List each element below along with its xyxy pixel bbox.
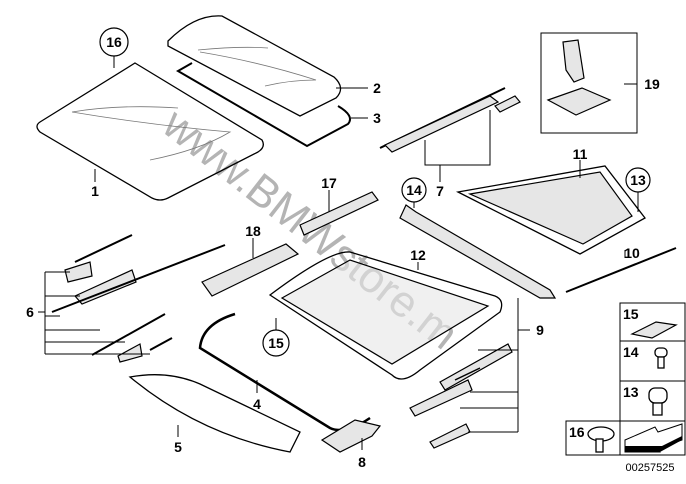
callout-16-circle — [99, 27, 129, 57]
callout-14[interactable]: 14 — [406, 182, 422, 198]
callout-15-circle — [262, 329, 290, 357]
callout-2[interactable]: 2 — [373, 80, 381, 96]
part-6-cable-parts[interactable] — [51, 234, 226, 363]
callout-7[interactable]: 7 — [436, 183, 444, 199]
callout-13-circle — [625, 167, 651, 193]
pad-icon — [630, 321, 678, 339]
legend-row-15[interactable]: 15 — [623, 306, 678, 339]
callout-15[interactable]: 15 — [268, 335, 284, 351]
part-10-rail[interactable] — [565, 247, 677, 293]
svg-text:16: 16 — [569, 424, 585, 440]
part-1-glass-panel[interactable] — [36, 62, 264, 201]
callout-16[interactable]: 16 — [106, 34, 122, 50]
svg-text:13: 13 — [623, 384, 639, 400]
callout-3[interactable]: 3 — [373, 110, 381, 126]
callout-12[interactable]: 12 — [410, 247, 426, 263]
callout-14-circle — [401, 177, 427, 203]
small-parts-legend: 15 14 13 16 — [565, 302, 686, 456]
part-19-box[interactable] — [540, 32, 638, 134]
washer-screw-icon — [587, 426, 615, 453]
svg-text:15: 15 — [623, 306, 639, 322]
drawing-number: 00257525 — [626, 462, 675, 474]
leader-lines — [38, 56, 639, 450]
arrow-icon — [624, 423, 683, 453]
screw-icon — [648, 387, 668, 416]
callout-19[interactable]: 19 — [644, 76, 660, 92]
svg-text:14: 14 — [623, 344, 639, 360]
callout-6[interactable]: 6 — [26, 304, 34, 320]
callout-1[interactable]: 1 — [91, 183, 99, 199]
callout-9[interactable]: 9 — [536, 322, 544, 338]
legend-row-13[interactable]: 13 — [623, 384, 668, 416]
callout-13[interactable]: 13 — [630, 172, 646, 188]
legend-row-16[interactable]: 16 — [569, 424, 615, 453]
part-17-guide[interactable] — [299, 191, 379, 236]
part-7-guide-rail[interactable] — [379, 87, 521, 153]
part-2-panel[interactable] — [167, 15, 342, 117]
callout-8[interactable]: 8 — [358, 454, 366, 470]
callout-10[interactable]: 10 — [624, 245, 640, 261]
callout-11[interactable]: 11 — [573, 146, 588, 162]
legend-row-14[interactable]: 14 — [623, 344, 668, 369]
screw-icon — [654, 347, 668, 369]
part-3-seal[interactable] — [175, 62, 351, 148]
callout-labels: 16 1 2 3 17 18 7 11 14 13 19 12 10 6 9 1… — [26, 34, 660, 470]
callout-18[interactable]: 18 — [245, 223, 261, 239]
part-9-mechanism-parts[interactable] — [409, 343, 513, 449]
callout-5[interactable]: 5 — [174, 439, 182, 455]
part-5-mat[interactable] — [128, 374, 301, 453]
callout-4[interactable]: 4 — [253, 396, 261, 412]
part-8-motor[interactable] — [320, 419, 382, 453]
part-12-frame[interactable] — [268, 251, 503, 380]
part-11-sunshade-frame[interactable] — [455, 165, 646, 255]
part-14-wind-deflector[interactable] — [399, 204, 557, 299]
callout-17[interactable]: 17 — [321, 175, 337, 191]
part-18-mechanism[interactable] — [201, 243, 300, 297]
